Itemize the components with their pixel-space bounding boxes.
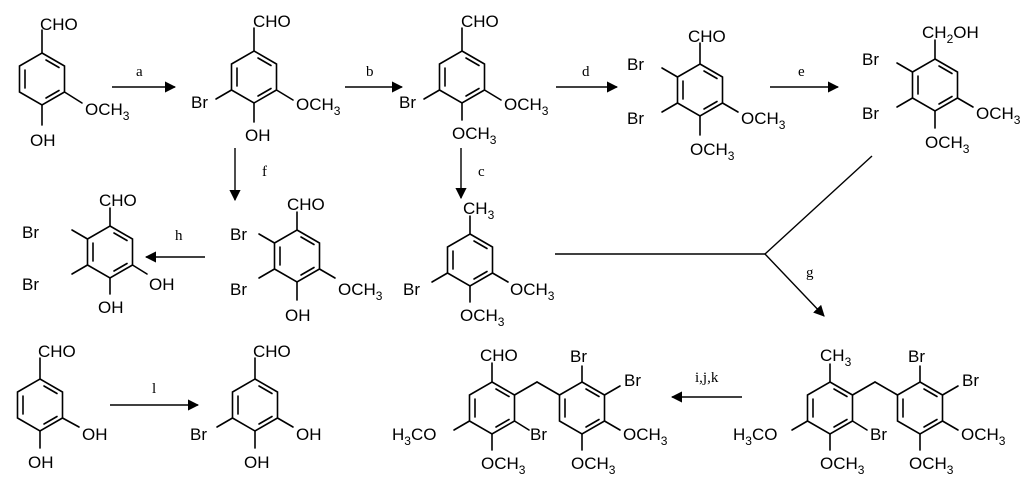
oh-label: OH (245, 126, 271, 145)
br-label: Br (190, 425, 207, 444)
och3-label: OCH3 (961, 425, 1006, 448)
arrow-g (764, 253, 825, 317)
br-label: Br (399, 93, 416, 112)
och3-label: OCH3 (85, 100, 130, 123)
cho-label: CHO (40, 15, 78, 34)
oh-label: OH (244, 453, 270, 472)
cho-label: CHO (287, 195, 325, 214)
och3-label: OCH3 (976, 104, 1021, 127)
br-label: Br (962, 371, 979, 390)
reagent-b: b (366, 64, 374, 80)
compound-dibromo-dimethoxybenzaldehyde: CHO Br Br OCH3 OCH3 (627, 27, 786, 163)
cho-label: CHO (38, 342, 76, 361)
reagent-ijk: i,j,k (695, 370, 719, 386)
oh-label: OH (285, 306, 311, 325)
och3-label: OCH3 (481, 454, 526, 477)
compound-diarylmethane-toluene: CH3 H3CO Br OCH3 Br Br OCH3 OCH3 (733, 346, 1006, 477)
oh-label: OH (296, 425, 322, 444)
och3-label: OCH3 (452, 124, 497, 147)
compound-5-bromovanillin: CHO Br OCH3 OH (191, 12, 341, 145)
reagent-l: l (152, 381, 156, 397)
cho-label: CHO (253, 342, 291, 361)
br-label: Br (862, 50, 879, 69)
compound-dibromo-hydroxy-methoxybenzaldehyde: CHO Br Br OCH3 OH (230, 195, 383, 325)
och3-label: OCH3 (623, 425, 668, 448)
compound-dibromo-dimethoxybenzyl-alcohol: CH2OH Br Br OCH3 OCH3 (862, 23, 1021, 156)
cho-label: CHO (99, 191, 137, 210)
ch3-label: CH3 (820, 346, 852, 369)
br-label: Br (627, 109, 644, 128)
och3-label: OCH3 (820, 454, 865, 477)
oh-label: OH (30, 131, 56, 150)
br-label: Br (230, 225, 247, 244)
br-label: Br (908, 347, 925, 366)
reagent-c: c (478, 164, 485, 180)
compound-dibromo-dihydroxybenzaldehyde: CHO Br Br OH OH (22, 191, 175, 317)
och3-label: OCH3 (571, 454, 616, 477)
och3-label: OCH3 (925, 133, 970, 156)
oh-label: OH (98, 298, 124, 317)
reagent-d: d (582, 64, 590, 80)
och3-label: OCH3 (690, 140, 735, 163)
oh-label: OH (28, 453, 54, 472)
br-label: Br (191, 93, 208, 112)
h3co-label: H3CO (733, 425, 777, 448)
och3-label: OCH3 (296, 95, 341, 118)
br-label: Br (862, 104, 879, 123)
reagent-f: f (262, 164, 267, 180)
compound-diarylmethane-aldehyde: CHO H3CO Br OCH3 Br Br OCH3 OCH3 (392, 346, 668, 477)
och3-label: OCH3 (504, 95, 549, 118)
och3-label: OCH3 (909, 454, 954, 477)
br-label: Br (530, 425, 547, 444)
compound-bromo-dimethoxybenzaldehyde: CHO Br OCH3 OCH3 (399, 12, 549, 147)
och3-label: OCH3 (338, 280, 383, 303)
br-label: Br (403, 280, 420, 299)
cho-label: CHO (688, 27, 726, 46)
br-label: Br (627, 55, 644, 74)
br-label: Br (230, 280, 247, 299)
reagent-a: a (136, 64, 143, 80)
compound-bromo-dimethoxytoluene: CH3 Br OCH3 OCH3 (403, 199, 555, 329)
och3-label: OCH3 (510, 280, 555, 303)
h3co-label: H3CO (392, 425, 436, 448)
br-label: Br (22, 223, 39, 242)
br-label: Br (624, 371, 641, 390)
reagent-g: g (806, 265, 814, 281)
oh-label: OH (82, 425, 108, 444)
br-label: Br (570, 347, 587, 366)
och3-label: OCH3 (460, 306, 505, 329)
compound-bromo-dihydroxybenzaldehyde: CHO Br OH OH (190, 342, 322, 472)
ch3-label: CH3 (463, 199, 495, 222)
oh-label: OH (149, 275, 175, 294)
och3-label: OCH3 (741, 109, 786, 132)
compound-vanillin: CHO OCH3 OH (18, 15, 130, 150)
reagent-e: e (798, 64, 805, 80)
cho-label: CHO (461, 12, 499, 31)
ch2oh-label: CH2OH (922, 23, 979, 46)
cho-label: CHO (480, 346, 518, 365)
cho-label: CHO (253, 12, 291, 31)
compound-dihydroxybenzaldehyde: CHO OH OH (16, 342, 108, 472)
br-label: Br (870, 425, 887, 444)
reagent-h: h (175, 228, 183, 244)
converging-line-upper (764, 155, 873, 255)
br-label: Br (22, 275, 39, 294)
